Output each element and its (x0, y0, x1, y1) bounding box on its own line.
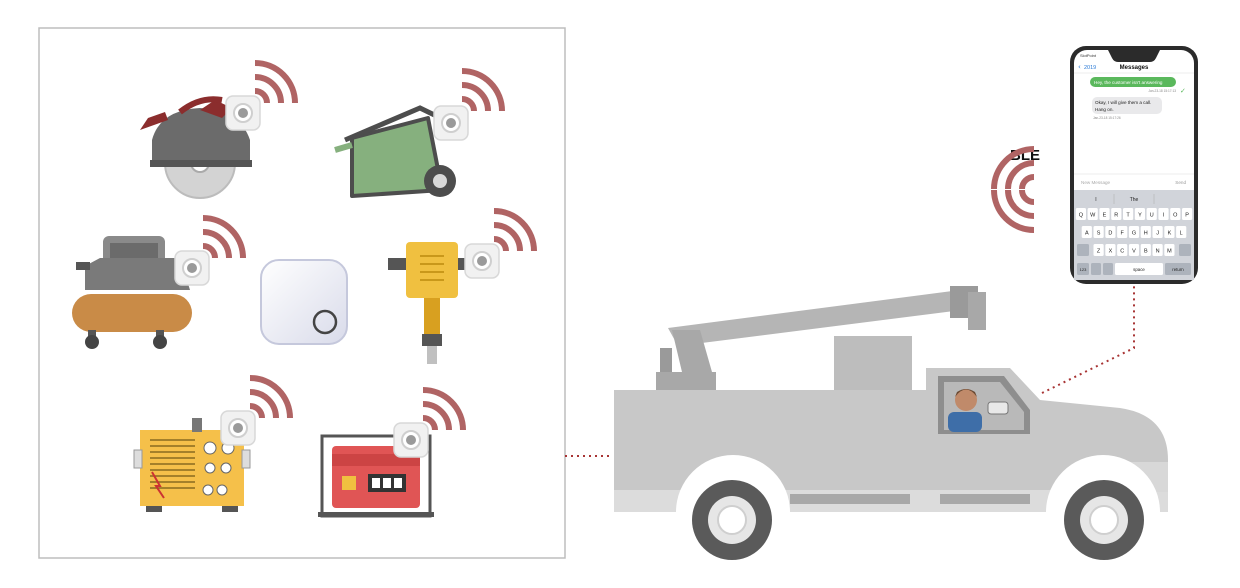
key-label: U (1150, 212, 1154, 218)
key-label: Y (1138, 212, 1142, 218)
key-m[interactable] (1164, 244, 1175, 256)
key-l[interactable] (1176, 226, 1187, 238)
key-x[interactable] (1105, 244, 1116, 256)
smartphone-icon: SlotPoint 2019 ‹ Messages Hey, the custo… (1070, 46, 1198, 284)
ble-tag-icon (260, 259, 348, 345)
key-label: H (1144, 230, 1148, 236)
key-label: D (1108, 230, 1112, 236)
bucket-truck-icon (614, 286, 1168, 560)
link-truck-phone (1041, 284, 1135, 394)
key-label: Q (1079, 212, 1084, 218)
message-out-text: Hey, the customer isn't answering (1094, 80, 1163, 85)
key-y[interactable] (1134, 208, 1145, 220)
key-z[interactable] (1093, 244, 1104, 256)
key-emoji[interactable] (1091, 263, 1101, 275)
message-input[interactable] (1078, 177, 1170, 187)
key-label: Z (1097, 248, 1101, 254)
key-label: W (1090, 212, 1096, 218)
key-t[interactable] (1123, 208, 1134, 220)
key-label: P (1185, 212, 1189, 218)
send-button[interactable]: Send (1175, 180, 1186, 185)
key-q[interactable] (1075, 208, 1086, 220)
message-out-time: Jan-23-18 15:17:13 (1148, 89, 1176, 93)
compressor-tag (174, 250, 210, 286)
key-label: B (1144, 248, 1148, 254)
key-i[interactable] (1158, 208, 1169, 220)
backspace-key-icon[interactable] (1179, 244, 1191, 256)
key-p[interactable] (1182, 208, 1193, 220)
phone-title: Messages (1120, 65, 1149, 71)
mower-tag (433, 105, 469, 141)
key-o[interactable] (1170, 208, 1181, 220)
key-mic[interactable] (1103, 263, 1113, 275)
key-123[interactable] (1077, 263, 1089, 275)
key-s[interactable] (1093, 226, 1104, 238)
air-compressor-icon (72, 236, 192, 349)
key-label: J (1156, 230, 1159, 236)
key-b[interactable] (1140, 244, 1151, 256)
key-c[interactable] (1117, 244, 1128, 256)
key-j[interactable] (1152, 226, 1163, 238)
delivered-check-icon: ✓ (1180, 87, 1186, 95)
message-in-time: Jan-23-18 15:17:26 (1093, 116, 1121, 120)
generator-icon (318, 434, 434, 518)
welder-tag (220, 410, 256, 446)
phone-carrier: SlotPoint (1080, 53, 1097, 58)
key-d[interactable] (1105, 226, 1116, 238)
lawn-mower-icon (334, 105, 457, 198)
suggestion-2[interactable]: The (1130, 197, 1139, 203)
message-in-line-1: Okay, I will give them a call. (1095, 100, 1151, 105)
key-a[interactable] (1081, 226, 1092, 238)
message-bubble-in (1092, 97, 1162, 114)
key-v[interactable] (1128, 244, 1140, 256)
key-g[interactable] (1128, 226, 1140, 238)
circular-saw-icon (140, 96, 252, 199)
shift-key-icon[interactable] (1077, 244, 1089, 256)
key-label: X (1109, 248, 1113, 254)
key-label: L (1180, 230, 1183, 236)
key-label: A (1085, 230, 1089, 236)
key-space-label: space (1133, 267, 1145, 272)
key-return-label: return (1172, 267, 1184, 272)
key-label: M (1167, 248, 1172, 254)
key-h[interactable] (1140, 226, 1151, 238)
chevron-left-icon[interactable]: ‹ (1078, 63, 1081, 71)
key-return[interactable] (1165, 263, 1191, 275)
suggestion-1[interactable]: I (1095, 197, 1096, 203)
key-label: S (1097, 230, 1101, 236)
saw-tag (225, 95, 261, 131)
message-bubble-out (1090, 77, 1176, 87)
key-label: I (1163, 212, 1165, 218)
key-e[interactable] (1099, 208, 1110, 220)
key-label: F (1121, 230, 1125, 236)
signal-waves-icon (994, 190, 1034, 230)
key-label: C (1120, 248, 1124, 254)
message-in-line-2: Hang on. (1095, 107, 1114, 112)
key-space[interactable] (1115, 263, 1163, 275)
key-label: N (1156, 248, 1160, 254)
key-u[interactable] (1146, 208, 1157, 220)
key-label: R (1114, 212, 1118, 218)
key-label: K (1168, 230, 1172, 236)
key-label: E (1103, 212, 1107, 218)
key-f[interactable] (1117, 226, 1128, 238)
key-label: V (1132, 248, 1136, 254)
key-n[interactable] (1152, 244, 1163, 256)
key-label: O (1173, 212, 1178, 218)
key-123-label: 123 (1080, 267, 1087, 272)
jackhammer-tag (464, 243, 500, 279)
message-input-placeholder: New Message (1081, 180, 1111, 185)
key-r[interactable] (1111, 208, 1122, 220)
back-button[interactable]: 2019 (1084, 65, 1096, 71)
key-label: T (1126, 212, 1130, 218)
key-w[interactable] (1087, 208, 1098, 220)
key-k[interactable] (1164, 226, 1175, 238)
generator-tag (393, 422, 429, 458)
key-label: G (1132, 230, 1136, 236)
